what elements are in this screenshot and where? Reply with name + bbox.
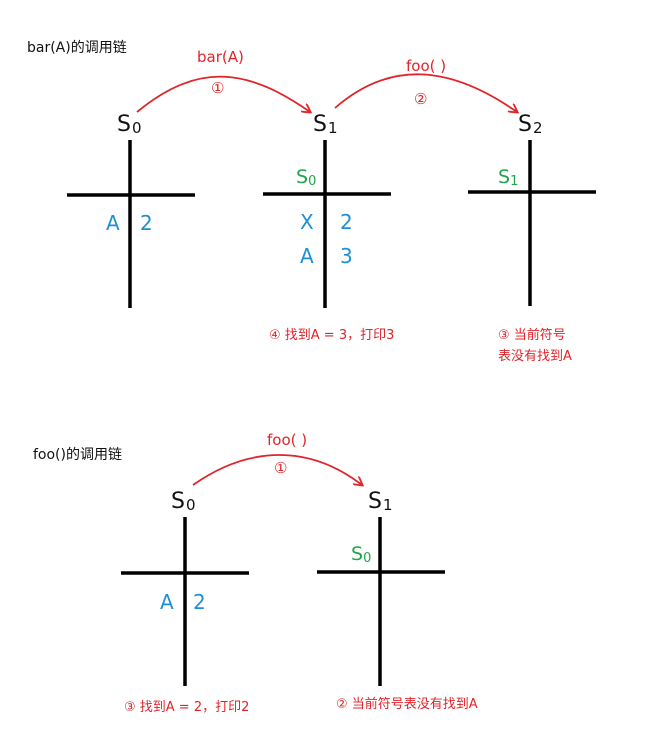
- call-label: foo( ): [406, 57, 447, 75]
- diagram-title: foo()的调用链: [33, 447, 122, 463]
- step-number: ①: [274, 459, 288, 477]
- scope-cross-s0: [67, 140, 195, 308]
- entry-value: 2: [193, 590, 206, 614]
- scope-cross-s2: [468, 140, 596, 306]
- scope-cross-s1-2: [317, 517, 445, 686]
- step-number: ①: [211, 79, 225, 97]
- parent-scope-link: S0: [296, 166, 317, 189]
- scope-label: S2: [518, 112, 543, 137]
- scope-label: S1: [313, 112, 338, 137]
- entry-key: X: [300, 210, 314, 234]
- step-number: ②: [414, 90, 428, 108]
- call-arrow-bar: [136, 75, 310, 112]
- scope-cross-s0-2: [121, 517, 249, 686]
- entry-value: 3: [340, 244, 353, 268]
- step-note: ② 当前符号表没有找到A: [336, 697, 478, 712]
- scope-label: S1: [368, 489, 393, 514]
- entry-key: A: [106, 211, 120, 235]
- scope-label: S0: [171, 489, 196, 514]
- step-note: ③ 找到A = 2，打印2: [124, 700, 250, 715]
- call-arrow-foo: [334, 73, 517, 112]
- diagram-title: bar(A)的调用链: [27, 40, 127, 56]
- call-label: foo( ): [267, 431, 308, 449]
- scope-label: S0: [117, 112, 142, 137]
- parent-scope-link: S0: [351, 543, 372, 566]
- entry-key: A: [160, 590, 174, 614]
- call-label: bar(A): [197, 48, 244, 66]
- step-note: ④ 找到A = 3，打印3: [269, 328, 395, 343]
- entry-key: A: [300, 244, 314, 268]
- scope-cross-s1: [263, 140, 391, 308]
- parent-scope-link: S1: [498, 166, 519, 189]
- entry-value: 2: [140, 211, 153, 235]
- step-note: ③ 当前符号 表没有找到A: [498, 328, 572, 364]
- call-arrow-foo-2: [192, 454, 362, 485]
- entry-value: 2: [340, 210, 353, 234]
